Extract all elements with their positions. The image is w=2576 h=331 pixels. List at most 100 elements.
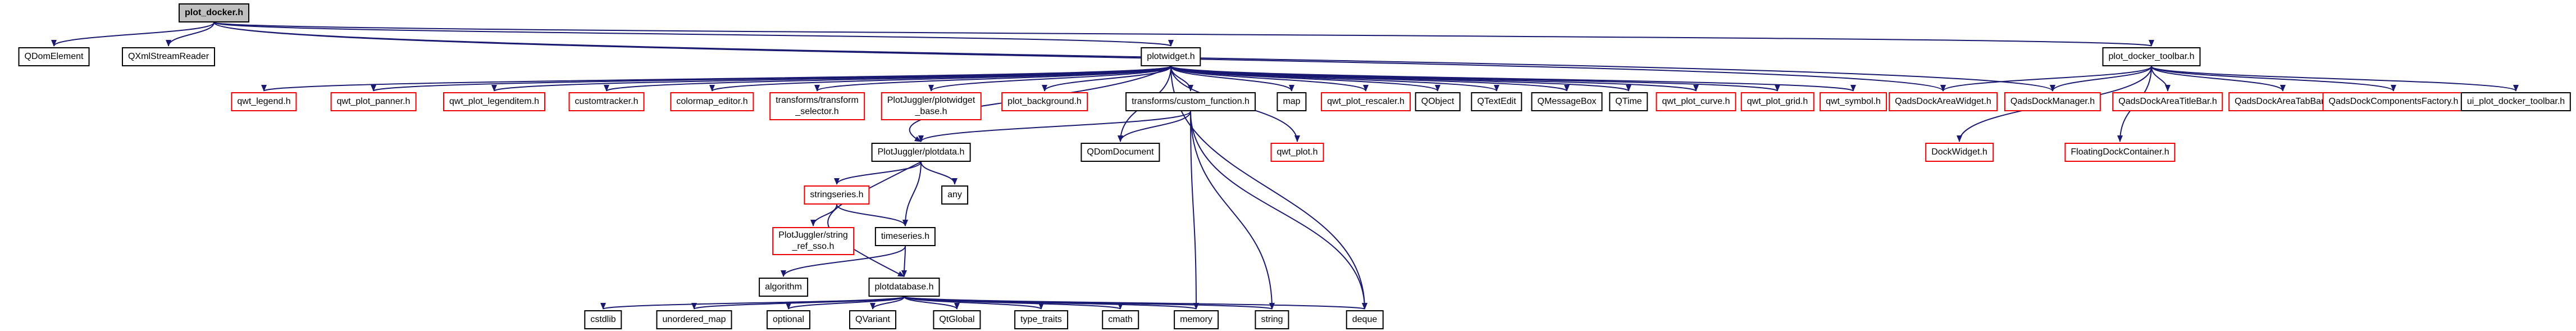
- graph-node-floating_dock_container_h[interactable]: FloatingDockContainer.h: [2064, 143, 2176, 162]
- graph-node-plotwidget_h[interactable]: plotwidget.h: [1141, 47, 1201, 66]
- graph-node-qads_dock_area_title_bar_h[interactable]: QadsDockAreaTitleBar.h: [2112, 92, 2223, 111]
- graph-node-timeseries_h[interactable]: timeseries.h: [874, 227, 936, 246]
- edge-plotdata_h-to-stringseries_h: [834, 161, 922, 185]
- edge-plotdatabase_h-to-optional: [786, 296, 905, 310]
- edge-stringseries_h-to-timeseries_h: [836, 204, 908, 226]
- edge-plotdatabase_h-to-string: [904, 296, 1275, 310]
- graph-node-qads_dock_components_factory_h[interactable]: QadsDockComponentsFactory.h: [2322, 92, 2465, 111]
- edge-plotwidget_h-to-qtextedit: [1170, 66, 1499, 92]
- graph-node-ui_plot_docker_toolbar_h[interactable]: ui_plot_docker_toolbar.h: [2460, 92, 2572, 111]
- edge-plotdatabase_h-to-qvariant: [870, 296, 905, 310]
- edge-plotwidget_h-to-custom_function_h: [1170, 66, 1193, 92]
- edge-plotdatabase_h-to-unordered_map: [691, 296, 905, 310]
- graph-node-qdomelement: QDomElement: [18, 47, 90, 66]
- graph-node-map: map: [1276, 92, 1307, 111]
- edge-plotwidget_h-to-qwt_plot_panner_h: [371, 66, 1171, 92]
- graph-node-qxmlstreamreader: QXmlStreamReader: [121, 47, 216, 66]
- edge-plotdatabase_h-to-memory: [904, 296, 1199, 310]
- graph-node-qwt_plot_curve_h[interactable]: qwt_plot_curve.h: [1656, 92, 1736, 111]
- edge-plot_docker_h-to-qdomelement: [51, 22, 215, 47]
- graph-node-transform_selector_h[interactable]: transforms/transform_selector.h: [769, 92, 865, 120]
- edge-plotwidget_h-to-qmessagebox: [1170, 66, 1570, 92]
- graph-node-optional: optional: [766, 310, 811, 329]
- edge-plot_docker_h-to-qads_dock_area_widget_h: [213, 22, 1946, 92]
- graph-node-colormap_editor_h[interactable]: colormap_editor.h: [670, 92, 754, 111]
- graph-node-custom_function_h[interactable]: transforms/custom_function.h: [1125, 92, 1256, 111]
- graph-node-string: string: [1255, 310, 1289, 329]
- edge-plot_docker_toolbar_h-to-qads_dock_area_tab_bar_h: [2151, 66, 2286, 92]
- graph-node-dockwidget_h[interactable]: DockWidget.h: [1925, 143, 1994, 162]
- edge-plotdatabase_h-to-deque: [904, 296, 1367, 310]
- graph-node-qmessagebox: QMessageBox: [1531, 92, 1603, 111]
- edge-plot_docker_h-to-plot_docker_toolbar_h: [213, 22, 2154, 47]
- edge-plotdata_h-to-plotdatabase_h: [827, 161, 922, 277]
- edge-plotdata_h-to-timeseries_h: [902, 161, 922, 226]
- graph-node-string_ref_sso_h[interactable]: PlotJuggler/string_ref_sso.h: [772, 227, 854, 255]
- edge-plot_docker_h-to-qads_dock_manager_h: [213, 22, 2055, 92]
- graph-node-qtextedit: QTextEdit: [1471, 92, 1522, 111]
- graph-node-qwt_plot_h[interactable]: qwt_plot.h: [1270, 143, 1324, 162]
- graph-node-plot_docker_toolbar_h[interactable]: plot_docker_toolbar.h: [2102, 47, 2201, 66]
- graph-node-deque: deque: [1346, 310, 1384, 329]
- graph-node-qvariant: QVariant: [849, 310, 896, 329]
- edge-plot_docker_h-to-qxmlstreamreader: [166, 22, 215, 47]
- edge-plotdatabase_h-to-cstdlib: [600, 296, 905, 310]
- edge-custom_function_h-to-deque: [1190, 111, 1367, 310]
- edge-plotdatabase_h-to-type_traits: [904, 296, 1044, 310]
- edge-plotwidget_h-to-qwt_plot_curve_h: [1170, 66, 1699, 92]
- graph-node-qwt_symbol_h[interactable]: qwt_symbol.h: [1820, 92, 1887, 111]
- graph-node-customtracker_h[interactable]: customtracker.h: [568, 92, 645, 111]
- edge-plot_docker_toolbar_h-to-qads_dock_manager_h: [2050, 66, 2152, 92]
- edge-custom_function_h-to-qdomdocument: [1118, 111, 1191, 142]
- graph-node-qwt_plot_legenditem_h[interactable]: qwt_plot_legenditem.h: [443, 92, 546, 111]
- graph-node-qtime: QTime: [1609, 92, 1648, 111]
- edge-plotwidget_h-to-customtracker_h: [604, 66, 1171, 92]
- graph-node-algorithm: algorithm: [759, 278, 808, 297]
- graph-node-qwt_plot_grid_h[interactable]: qwt_plot_grid.h: [1740, 92, 1814, 111]
- graph-node-qwt_plot_panner_h[interactable]: qwt_plot_panner.h: [330, 92, 417, 111]
- graph-node-plot_background_h[interactable]: plot_background.h: [1001, 92, 1088, 111]
- edge-custom_function_h-to-memory: [1190, 111, 1199, 310]
- edge-plotwidget_h-to-qwt_legend_h: [261, 66, 1171, 92]
- edge-plotwidget_h-to-qwt_plot_legenditem_h: [491, 66, 1171, 92]
- edge-plotwidget_h-to-qwt_plot_rescaler_h: [1170, 66, 1369, 92]
- edge-plotwidget_h-to-colormap_editor_h: [709, 66, 1171, 92]
- edge-plotwidget_h-to-transform_selector_h: [814, 66, 1171, 92]
- edge-plotwidget_h-to-qwt_symbol_h: [1170, 66, 1856, 92]
- graph-node-plot_docker_h: plot_docker.h: [178, 3, 250, 22]
- edge-plotdatabase_h-to-cmath: [904, 296, 1123, 310]
- graph-node-stringseries_h[interactable]: stringseries.h: [804, 185, 870, 205]
- graph-node-qads_dock_area_tab_bar_h[interactable]: QadsDockAreaTabBar.h: [2228, 92, 2337, 111]
- graph-node-qdomdocument: QDomDocument: [1080, 143, 1160, 162]
- edge-plot_docker_toolbar_h-to-qads_dock_components_factory_h: [2151, 66, 2396, 92]
- graph-node-unordered_map: unordered_map: [656, 310, 732, 329]
- graph-node-plotdatabase_h[interactable]: plotdatabase.h: [868, 278, 940, 297]
- edge-plotwidget_h-to-plotwidget_base_h: [928, 66, 1171, 92]
- graph-node-qwt_plot_rescaler_h[interactable]: qwt_plot_rescaler.h: [1321, 92, 1411, 111]
- graph-node-qobject: QObject: [1415, 92, 1461, 111]
- edge-plotdatabase_h-to-qtglobal: [904, 296, 960, 310]
- graph-node-plotdata_h[interactable]: PlotJuggler/plotdata.h: [871, 143, 971, 162]
- graph-node-any: any: [941, 185, 968, 205]
- edge-plot_docker_h-to-plotwidget_h: [213, 22, 1174, 47]
- graph-node-type_traits: type_traits: [1014, 310, 1068, 329]
- graph-node-cmath: cmath: [1102, 310, 1139, 329]
- graph-node-qads_dock_area_widget_h[interactable]: QadsDockAreaWidget.h: [1889, 92, 1998, 111]
- edge-plotwidget_h-to-map: [1170, 66, 1294, 92]
- edge-plotwidget_h-to-qtime: [1170, 66, 1631, 92]
- graph-node-qwt_legend_h[interactable]: qwt_legend.h: [231, 92, 297, 111]
- graph-node-qads_dock_manager_h[interactable]: QadsDockManager.h: [2004, 92, 2101, 111]
- edge-plot_docker_toolbar_h-to-qads_dock_area_widget_h: [1940, 66, 2152, 92]
- graph-node-plotwidget_base_h[interactable]: PlotJuggler/plotwidget_base.h: [881, 92, 982, 120]
- edge-plotwidget_h-to-plot_background_h: [1042, 66, 1171, 92]
- graph-node-memory: memory: [1174, 310, 1219, 329]
- edge-plotwidget_h-to-qwt_plot_grid_h: [1170, 66, 1780, 92]
- edge-plot_docker_toolbar_h-to-ui_plot_docker_toolbar_h: [2151, 66, 2519, 92]
- edge-plot_docker_toolbar_h-to-qads_dock_area_title_bar_h: [2151, 66, 2171, 92]
- graph-node-cstdlib: cstdlib: [584, 310, 622, 329]
- edge-stringseries_h-to-string_ref_sso_h: [810, 204, 837, 226]
- edge-timeseries_h-to-plotdatabase_h: [901, 246, 908, 277]
- edge-custom_function_h-to-string: [1190, 111, 1275, 310]
- edge-plotdata_h-to-any: [920, 161, 958, 185]
